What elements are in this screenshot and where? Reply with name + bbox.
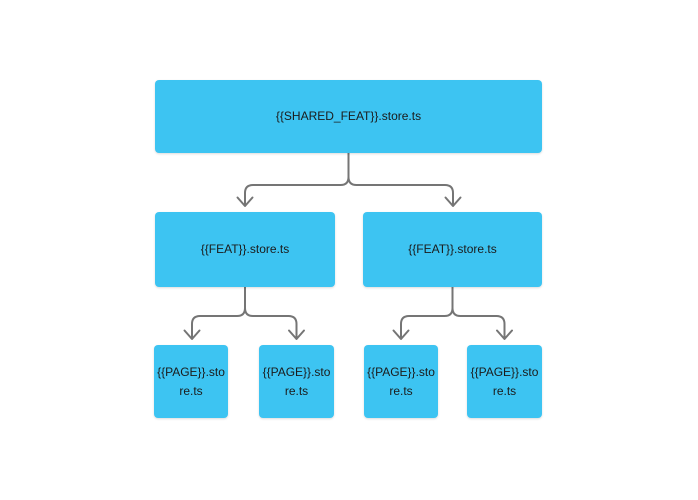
connector-feat-left-to-page-1 bbox=[183, 287, 246, 340]
node-label: {{PAGE}}.store.ts bbox=[367, 364, 435, 398]
node-feat-store-left[interactable]: {{FEAT}}.store.ts bbox=[155, 212, 335, 287]
node-page-store-2[interactable]: {{PAGE}}.store.ts bbox=[259, 345, 334, 418]
connector-feat-right-to-page-3 bbox=[392, 287, 454, 340]
arrowhead-icon bbox=[236, 196, 254, 207]
connector-root-to-feat-right bbox=[347, 153, 462, 207]
arrowhead-icon bbox=[288, 329, 305, 340]
node-label: {{PAGE}}.store.ts bbox=[157, 364, 225, 398]
node-label: {{PAGE}}.store.ts bbox=[262, 364, 331, 398]
connector-feat-left-to-page-2 bbox=[244, 287, 305, 340]
node-page-store-3[interactable]: {{PAGE}}.store.ts bbox=[364, 345, 438, 418]
node-label: {{FEAT}}.store.ts bbox=[408, 242, 497, 257]
arrowhead-icon bbox=[183, 329, 201, 340]
arrowhead-icon bbox=[444, 196, 462, 207]
edge-line bbox=[451, 287, 506, 339]
node-feat-store-right[interactable]: {{FEAT}}.store.ts bbox=[363, 212, 542, 287]
node-label: {{SHARED_FEAT}}.store.ts bbox=[275, 109, 422, 124]
node-label: {{FEAT}}.store.ts bbox=[200, 242, 290, 257]
edge-line bbox=[244, 153, 350, 206]
node-page-store-1[interactable]: {{PAGE}}.store.ts bbox=[154, 345, 228, 418]
arrowhead-icon bbox=[496, 329, 513, 340]
connector-feat-right-to-page-4 bbox=[451, 287, 513, 340]
node-label: {{PAGE}}.store.ts bbox=[470, 364, 539, 398]
connector-root-to-feat-left bbox=[236, 153, 350, 207]
edge-line bbox=[244, 287, 298, 339]
arrowhead-icon bbox=[392, 329, 410, 340]
edge-line bbox=[347, 153, 454, 206]
node-shared-feat-store[interactable]: {{SHARED_FEAT}}.store.ts bbox=[155, 80, 542, 153]
node-page-store-4[interactable]: {{PAGE}}.store.ts bbox=[467, 345, 542, 418]
